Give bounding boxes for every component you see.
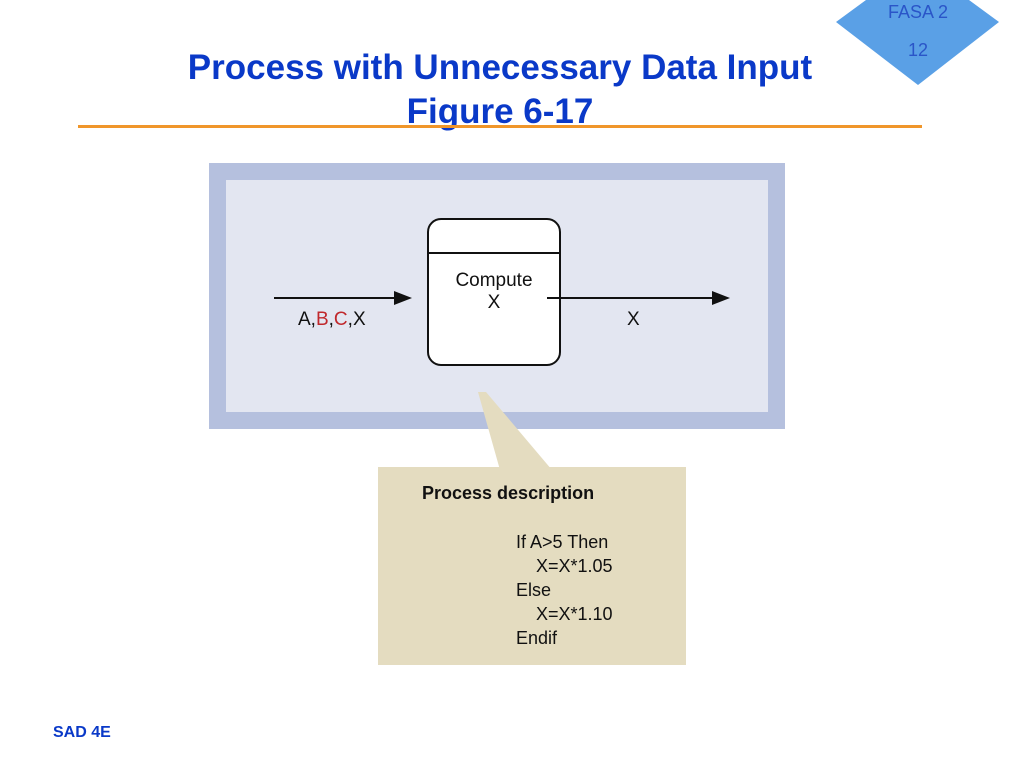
title-underline — [78, 125, 922, 128]
input-flow-label: A,B,C,X — [298, 309, 366, 331]
input-flow-a: A, — [298, 309, 316, 330]
process-description-box: Process description If A>5 Then X=X*1.05… — [378, 467, 686, 665]
input-flow-sep-2: , — [347, 309, 353, 330]
badge-line-1: FASA 2 — [887, 2, 949, 22]
process-description-body: If A>5 Then X=X*1.05 Else X=X*1.10 Endif — [516, 530, 613, 650]
input-flow-b: B — [315, 309, 329, 330]
slide-title: Process with Unnecessary Data Input — [187, 48, 813, 87]
input-flow-c: C — [333, 309, 348, 330]
process-box: Compute X — [427, 218, 561, 366]
badge-line-2: 12 — [907, 40, 929, 60]
description-line: Else — [516, 580, 552, 600]
input-flow-x: X — [352, 309, 366, 330]
input-flow-sep-1: , — [328, 309, 334, 330]
slide-subtitle: Figure 6-17 — [406, 92, 594, 131]
diagram-panel: Compute X — [226, 180, 768, 412]
process-divider — [429, 252, 559, 254]
diagram-frame: Compute X — [209, 163, 785, 429]
output-flow-label: X — [627, 309, 640, 330]
description-line: X=X*1.05 — [516, 556, 613, 576]
process-label-line-2: X — [487, 292, 501, 313]
process-label-line-1: Compute — [455, 270, 533, 291]
description-line: X=X*1.10 — [516, 604, 613, 624]
description-line: Endif — [516, 628, 558, 648]
description-line: If A>5 Then — [516, 532, 609, 552]
footer-label: SAD 4E — [53, 724, 111, 741]
process-description-title: Process description — [422, 483, 595, 503]
